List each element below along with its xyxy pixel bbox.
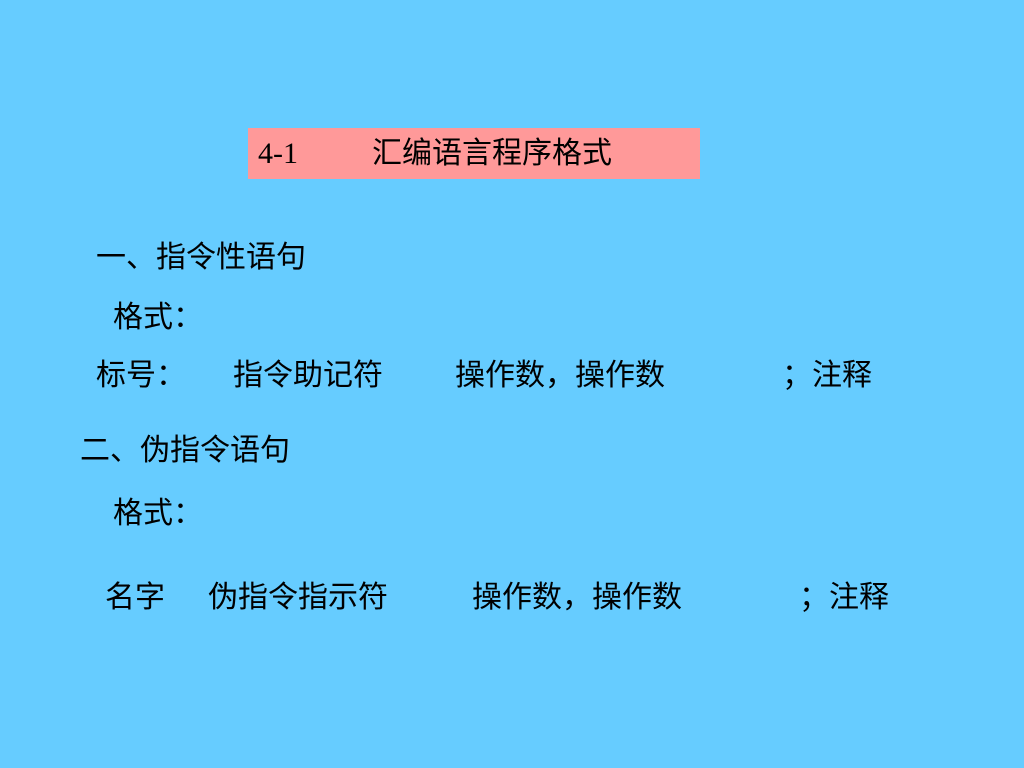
section1-operands-field: 操作数，操作数 (455, 358, 665, 393)
title-number: 4-1 (258, 137, 298, 170)
section2-operands-field: 操作数，操作数 (472, 580, 682, 615)
page-title: 汇编语言程序格式 (372, 136, 612, 171)
section1-mnemonic-field: 指令助记符 (233, 358, 383, 393)
section2-comment-field: ；注释 (799, 580, 889, 615)
title-box: 4-1 汇编语言程序格式 (248, 128, 700, 179)
section1-format-label: 格式： (113, 300, 203, 335)
section2-directive-field: 伪指令指示符 (208, 580, 388, 615)
section2-heading: 二、伪指令语句 (80, 433, 290, 468)
section1-comment-field: ；注释 (782, 358, 872, 393)
section2-name-field: 名字 (105, 580, 165, 615)
section2-format-label: 格式： (113, 496, 203, 531)
section1-label-field: 标号： (96, 358, 186, 393)
section1-heading: 一、指令性语句 (96, 240, 306, 275)
